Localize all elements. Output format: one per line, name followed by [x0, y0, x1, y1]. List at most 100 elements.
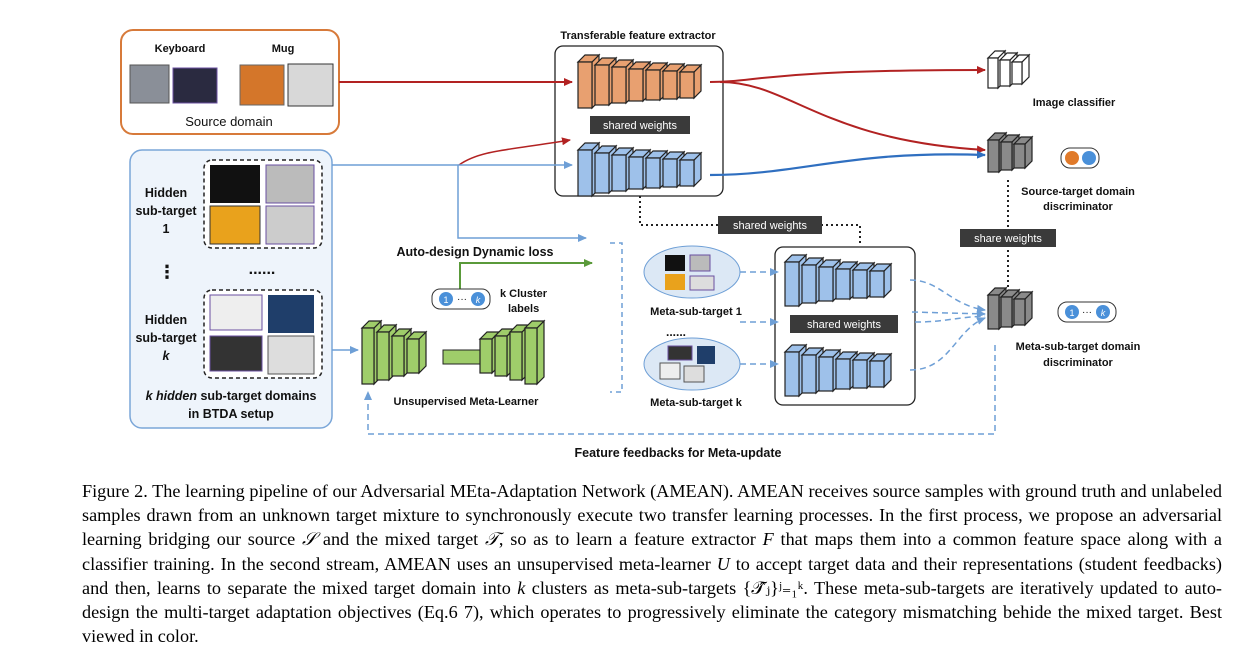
st-disc-cnn-layer — [1013, 143, 1026, 169]
classifier-cnn-layer — [1011, 61, 1023, 85]
learner-bottleneck — [442, 349, 482, 365]
target-image-8 — [267, 335, 315, 375]
feature-extractor-box: Transferable feature extractor shared we… — [554, 30, 724, 198]
source-domain-box: Keyboard Mug Source domain — [120, 29, 340, 135]
classifier-cnn-layer — [987, 57, 999, 89]
svg-text:···: ··· — [457, 294, 467, 305]
learner-dec-layer — [509, 331, 523, 381]
source-cnn-layer — [611, 66, 627, 104]
classifier-cnn-layer — [999, 59, 1011, 87]
share-weights-badge — [960, 229, 1056, 247]
orange-domain-dot — [1065, 151, 1079, 165]
source-cnn-layer — [679, 71, 695, 99]
shared-weights-badge-3 — [790, 315, 898, 333]
target-cnn-layer — [645, 157, 661, 189]
target-image-5 — [209, 294, 263, 331]
meta1-cnn-layer — [818, 266, 834, 302]
target-footer-line1: k hidden sub-target domains — [146, 389, 317, 403]
source-cnn — [576, 53, 703, 110]
target-cnn-layer — [611, 154, 627, 192]
source-target-discriminator: Source-target domain discriminator — [986, 131, 1135, 213]
meta-sub-targets: Meta-sub-target 1 ...... Meta-sub-target… — [643, 245, 743, 409]
meta-disc-cnn-layer — [1000, 296, 1013, 328]
extractor-title: Transferable feature extractor — [560, 30, 716, 42]
hidden-1-line1: Hidden — [145, 186, 187, 200]
target-image-3 — [209, 205, 261, 245]
mug-image-2 — [287, 63, 334, 107]
st-disc-cnn-layer — [987, 139, 1000, 173]
figure-caption: Figure 2. The learning pipeline of our A… — [82, 481, 1222, 647]
learner-enc-layer — [376, 331, 390, 381]
meta-bracket — [610, 242, 623, 393]
meta-extractor-box: shared weights — [774, 246, 916, 406]
meta1-cnn-layer — [835, 268, 851, 300]
svg-text:k: k — [1101, 308, 1106, 318]
horizontal-dots: ...... — [249, 261, 276, 278]
source-cnn-layer — [645, 69, 661, 101]
learner-dec-layer-side — [536, 319, 545, 386]
learner-enc-layer — [391, 335, 405, 377]
source-cnn-layer — [628, 68, 644, 102]
metak-cnn-layer — [818, 356, 834, 392]
meta-sub-target-discriminator: 1 ··· k Meta-sub-target domain discrimin… — [986, 286, 1141, 369]
hidden-k-line2: sub-target — [135, 331, 197, 345]
extractor-to-classifier-arrow — [709, 66, 986, 83]
st-disc-line2: discriminator — [1043, 201, 1113, 213]
m1-to-metadisc-arrow — [909, 279, 986, 313]
source-cnn-layer — [577, 61, 593, 109]
st-disc-cnn-layer — [1000, 141, 1013, 171]
mid-to-metadisc-arrow — [911, 309, 986, 318]
source-cnn-layer — [662, 70, 678, 100]
svg-text:1: 1 — [1069, 308, 1074, 318]
source-domain-title: Source domain — [185, 114, 272, 129]
target-footer-line2: in BTDA setup — [188, 407, 274, 421]
hidden-target-box: Hidden sub-target 1 ⋮ ...... Hidden sub-… — [129, 149, 333, 429]
meta-disc-cnn-layer — [1013, 298, 1026, 326]
target-to-dynamic-loss-arrow — [457, 165, 587, 242]
meta-disc-cnn-layer — [987, 294, 1000, 330]
target-image-1 — [210, 165, 260, 203]
mid2-to-metadisc-arrow — [914, 315, 986, 323]
caption-label: Figure 2. — [82, 481, 148, 501]
svg-text:···: ··· — [1082, 307, 1092, 318]
meta-sub-target-1-label: Meta-sub-target 1 — [650, 306, 742, 318]
meta1-cnn-layer — [784, 261, 800, 307]
metak-cnn-layer — [835, 358, 851, 390]
target-cnn-layer — [628, 156, 644, 190]
keyboard-image-2 — [172, 67, 218, 104]
metak-cnn-layer — [869, 360, 885, 388]
target-cnn-layer — [662, 158, 678, 188]
shared-weights-label-3: shared weights — [807, 319, 881, 331]
metak-cnn-layer — [784, 351, 800, 397]
metak-cnn-layer — [852, 359, 868, 389]
meta-sub-target-k-label: Meta-sub-target k — [650, 397, 743, 409]
vertical-dots: ⋮ — [158, 262, 176, 282]
target-image-2 — [265, 164, 315, 204]
learner-enc-layer — [406, 338, 420, 374]
svg-text:1: 1 — [443, 295, 448, 305]
hidden-1-line3: 1 — [163, 222, 170, 236]
feedback-label: Feature feedbacks for Meta-update — [575, 446, 782, 460]
blue-domain-dot — [1082, 151, 1096, 165]
target-image-7 — [209, 335, 263, 372]
msd-line1: Meta-sub-target domain — [1016, 341, 1141, 353]
cluster-labels-line1: k Cluster — [500, 288, 548, 300]
mk-to-metadisc-arrow — [909, 317, 986, 371]
cluster-labels-line2: labels — [508, 303, 539, 315]
extractor-to-disc-blue-arrow — [709, 150, 986, 177]
shared-weights-badge-2 — [718, 216, 822, 234]
hidden-k-line3: k — [163, 349, 171, 363]
shared-weights-label-1: shared weights — [603, 120, 677, 132]
meta-dots: ...... — [666, 325, 686, 339]
meta1-cnn-layer — [801, 264, 817, 304]
share-weights-label: share weights — [974, 233, 1042, 245]
shared-weights-badge-1 — [590, 116, 690, 134]
feedback-loop-arrow — [364, 345, 996, 435]
shared-weights-label-2: shared weights — [733, 220, 807, 232]
learner-enc-layer — [361, 327, 375, 385]
meta1-cnn-layer — [869, 270, 885, 298]
target-cnn-layer — [679, 159, 695, 187]
keyboard-image-1 — [129, 64, 170, 104]
learner-dec-layer — [479, 338, 493, 374]
st-disc-line1: Source-target domain — [1021, 186, 1135, 198]
